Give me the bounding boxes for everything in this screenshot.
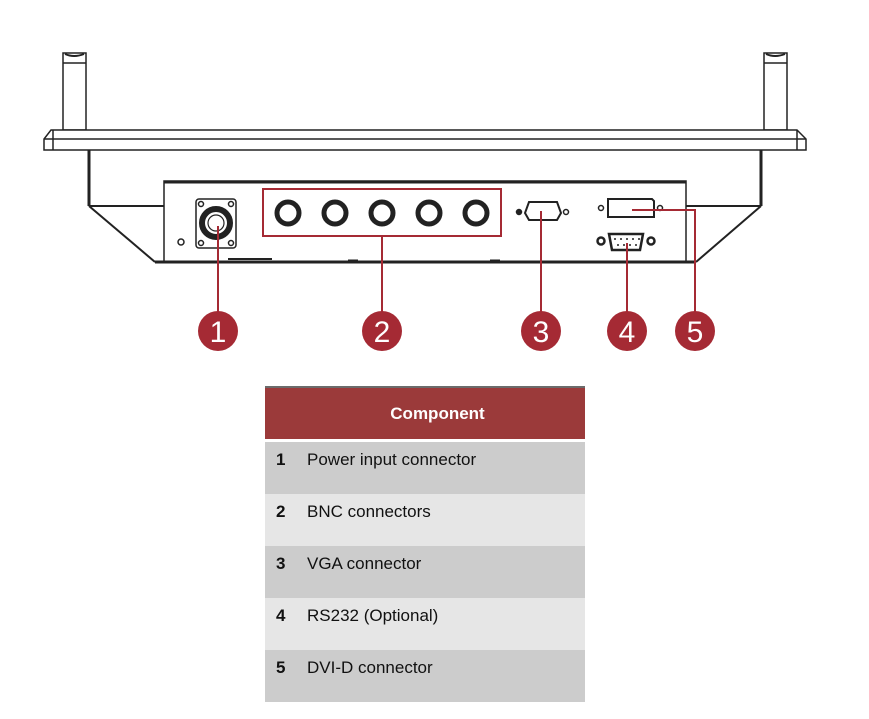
- row-number: 2: [276, 502, 286, 521]
- bnc-connectors: [274, 199, 490, 227]
- table-header: Component: [265, 386, 585, 442]
- callout-badge-5: 5: [675, 311, 715, 351]
- callout-badge-1: 1: [198, 311, 238, 351]
- rear-housing: [87, 150, 763, 263]
- callout-line-5: [632, 209, 696, 313]
- component-table: Component 1 Power input connector 2 BNC …: [265, 386, 585, 702]
- power-input-connector: [177, 198, 237, 249]
- callout-badge-3: 3: [521, 311, 561, 351]
- row-description: Power input connector: [307, 450, 477, 469]
- callout-number: 4: [619, 316, 636, 349]
- row-number: 5: [276, 658, 286, 677]
- rs232-connector: [596, 232, 656, 252]
- vga-connector: [515, 201, 570, 221]
- callout-circle: [362, 311, 402, 351]
- row-description: VGA connector: [307, 554, 422, 573]
- callout-number: 1: [210, 316, 227, 349]
- row-number: 3: [276, 554, 286, 573]
- callout-number: 3: [533, 316, 550, 349]
- callout-number: 5: [687, 316, 704, 349]
- row-description: BNC connectors: [307, 502, 431, 521]
- callout-badge-4: 4: [607, 311, 647, 351]
- table-row: 4 RS232 (Optional): [265, 598, 585, 650]
- table-row: 1 Power input connector: [265, 442, 585, 494]
- callout-badge-2: 2: [362, 311, 402, 351]
- table-row: 2 BNC connectors: [265, 494, 585, 546]
- row-number: 1: [276, 450, 286, 469]
- table-row: 5 DVI-D connector: [265, 650, 585, 702]
- rear-panel-diagram: 1 2 3 4 5: [43, 52, 807, 351]
- front-bezel: [43, 129, 807, 151]
- callout-circle: [607, 311, 647, 351]
- row-description: DVI-D connector: [307, 658, 433, 677]
- callout-circle: [675, 311, 715, 351]
- table-row: 3 VGA connector: [265, 546, 585, 598]
- callout-circle: [198, 311, 238, 351]
- row-description: RS232 (Optional): [307, 606, 439, 625]
- callout-circle: [521, 311, 561, 351]
- table-header-label: Component: [390, 403, 485, 423]
- left-mounting-post: [62, 52, 87, 131]
- right-mounting-post: [763, 52, 788, 131]
- callout-number: 2: [374, 316, 391, 349]
- row-number: 4: [276, 606, 286, 625]
